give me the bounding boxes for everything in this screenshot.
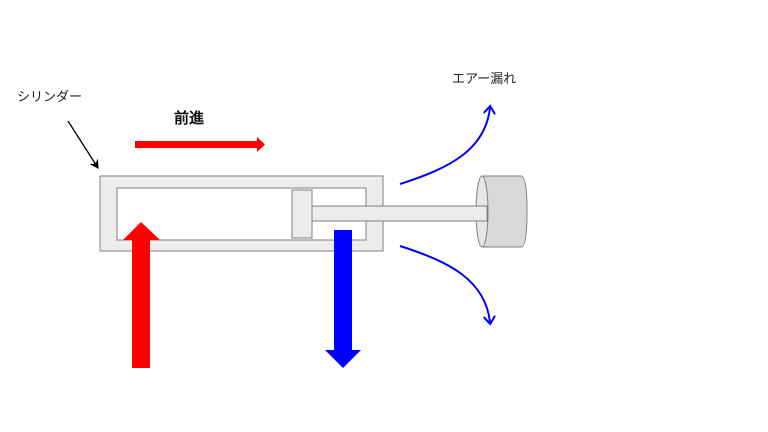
piston: [291, 189, 313, 239]
forward-direction-arrow: [135, 137, 265, 152]
air-leak-label: エアー漏れ: [452, 71, 516, 87]
cylinder-pointer-arrow: [67, 120, 99, 169]
forward-label: 前進: [174, 109, 205, 127]
piston-rod: [311, 205, 488, 222]
air-exhaust-arrow: [325, 230, 361, 368]
air-supply-arrow: [123, 222, 160, 368]
air-leak-arrow-upper: [399, 108, 490, 185]
air-leak-arrow-lower: [399, 245, 490, 322]
cylinder-label: シリンダー: [17, 90, 82, 105]
cylinder-body: [99, 175, 384, 252]
